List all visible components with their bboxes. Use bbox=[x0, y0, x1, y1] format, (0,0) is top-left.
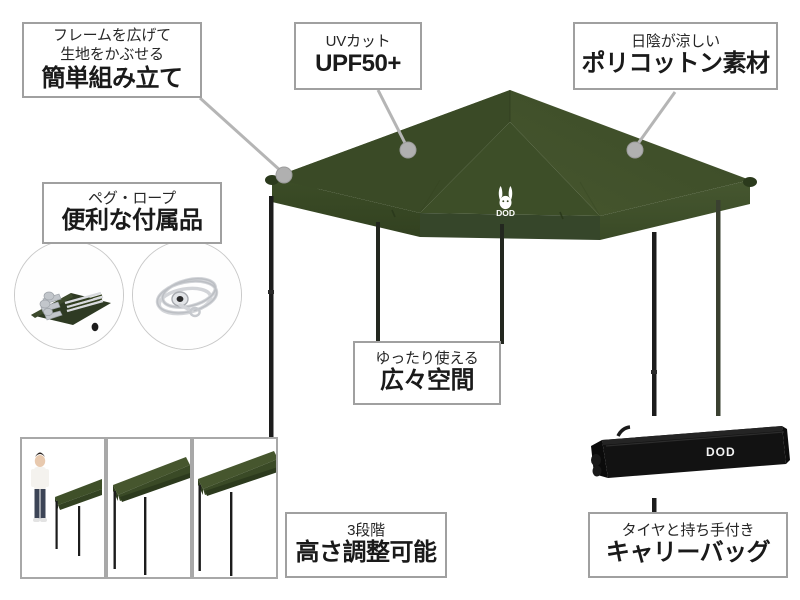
guy-rope-icon bbox=[133, 241, 241, 349]
callout-sub-line: ゆったり使える bbox=[375, 349, 479, 367]
callout-sub-line: 3段階 bbox=[347, 521, 385, 539]
height-panel-low bbox=[20, 437, 106, 579]
canopy-brand-logo: DOD bbox=[496, 186, 515, 218]
callout-sub-line: 日陰が涼しい bbox=[631, 32, 720, 50]
tent-mid-illustration bbox=[108, 439, 190, 577]
guy-rope-photo bbox=[132, 240, 242, 350]
callout-main-label: 簡単組み立て bbox=[41, 64, 184, 92]
carry-bag-illustration: DOD bbox=[586, 416, 794, 498]
carry-bag-brand-text: DOD bbox=[706, 445, 736, 459]
callout-sub-line: UVカット bbox=[325, 32, 391, 50]
callout-accessories: ペグ・ロープ 便利な付属品 bbox=[42, 182, 222, 244]
callout-spacious: ゆったり使える 広々空間 bbox=[353, 341, 501, 405]
callout-sub-line: フレームを広げて bbox=[53, 27, 171, 45]
callout-sub-line: ペグ・ロープ bbox=[88, 189, 176, 207]
svg-text:DOD: DOD bbox=[496, 208, 515, 218]
carry-bag-photo: DOD bbox=[586, 416, 794, 498]
callout-poly-cotton: 日陰が涼しい ポリコットン素材 bbox=[573, 22, 778, 90]
callout-main-label: ポリコットン素材 bbox=[581, 50, 771, 78]
height-panel-high bbox=[192, 437, 278, 579]
callout-main-label: 広々空間 bbox=[380, 367, 475, 395]
tent-pegs-icon bbox=[15, 241, 123, 349]
callout-sub-line: 生地をかぶせる bbox=[60, 46, 164, 64]
callout-sub-line: タイヤと持ち手付き bbox=[621, 521, 755, 539]
callout-main-label: 便利な付属品 bbox=[61, 207, 204, 235]
callout-carry-bag: タイヤと持ち手付き キャリーバッグ bbox=[588, 512, 788, 578]
tent-pegs-photo bbox=[14, 240, 124, 350]
callout-main-label: 高さ調整可能 bbox=[295, 539, 438, 567]
callout-uv-cut: UVカット UPF50+ bbox=[294, 22, 422, 90]
callout-easy-assembly: フレームを広げて 生地をかぶせる 簡単組み立て bbox=[22, 22, 202, 98]
height-panel-mid bbox=[106, 437, 192, 579]
height-adjustment-photos bbox=[20, 437, 278, 579]
accessory-photo-group bbox=[14, 240, 254, 350]
callout-height-adjust: 3段階 高さ調整可能 bbox=[285, 512, 447, 578]
callout-main-label: UPF50+ bbox=[315, 50, 401, 78]
tent-low-illustration bbox=[22, 439, 104, 577]
tent-high-illustration bbox=[194, 439, 276, 577]
callout-main-label: キャリーバッグ bbox=[605, 539, 771, 567]
person-scale-figure bbox=[31, 452, 49, 522]
